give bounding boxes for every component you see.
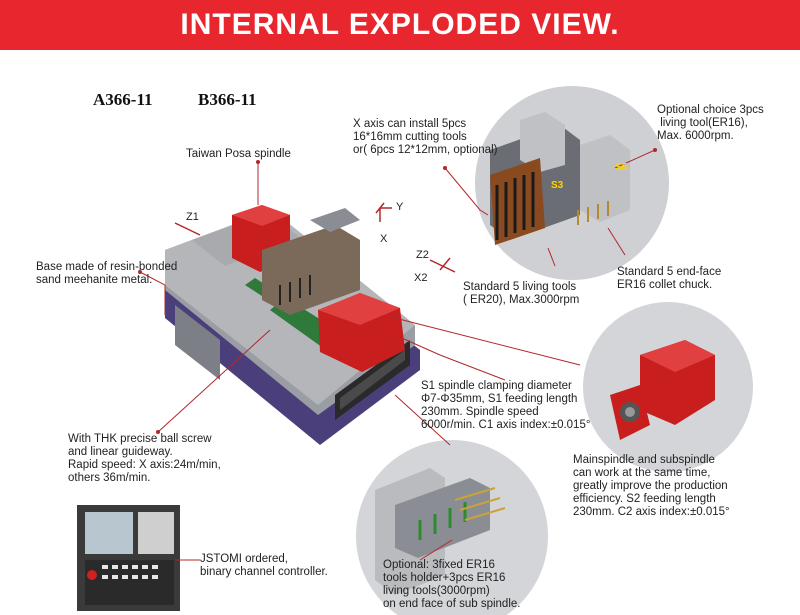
model-a: A366-11 — [93, 90, 153, 109]
s1-spindle-label: S1 spindle clamping diameter Φ7-Φ35mm, S… — [421, 380, 591, 431]
model-b: B366-11 — [198, 90, 257, 109]
optional-holder-label: Optional: 3fixed ER16 tools holder+3pcs … — [383, 559, 521, 610]
spindle-label: Taiwan Posa spindle — [186, 148, 291, 160]
base-label: Base made of resin-bonded sand meehanite… — [36, 261, 178, 286]
end-face-label: Standard 5 end-face ER16 collet chuck. — [617, 266, 722, 291]
s3-sticker: S3 — [551, 180, 564, 191]
mainspindle-label: Mainspindle and subspindle can work at t… — [573, 454, 730, 518]
living-tools-label: Standard 5 living tools ( ER20), Max.300… — [463, 281, 580, 306]
axis-x-label: X — [380, 233, 388, 245]
x-axis-tools-label: X axis can install 5pcs 16*16mm cutting … — [353, 118, 498, 156]
axis-y-label: Y — [396, 201, 404, 213]
axis-z2-label: Z2 — [416, 249, 429, 261]
controller-label: JSTOMI ordered, binary channel controlle… — [200, 553, 328, 578]
ball-screw-label: With THK precise ball screw and linear g… — [68, 433, 221, 484]
axis-x2-label: X2 — [414, 272, 428, 284]
optional-tool-label: Optional choice 3pcs living tool(ER16), … — [657, 104, 764, 142]
s5-sticker: S5 — [615, 162, 628, 173]
axis-z1-label: Z1 — [186, 211, 199, 223]
page-title: INTERNAL EXPLODED VIEW. — [180, 8, 620, 41]
header-banner: INTERNAL EXPLODED VIEW. — [0, 0, 800, 50]
